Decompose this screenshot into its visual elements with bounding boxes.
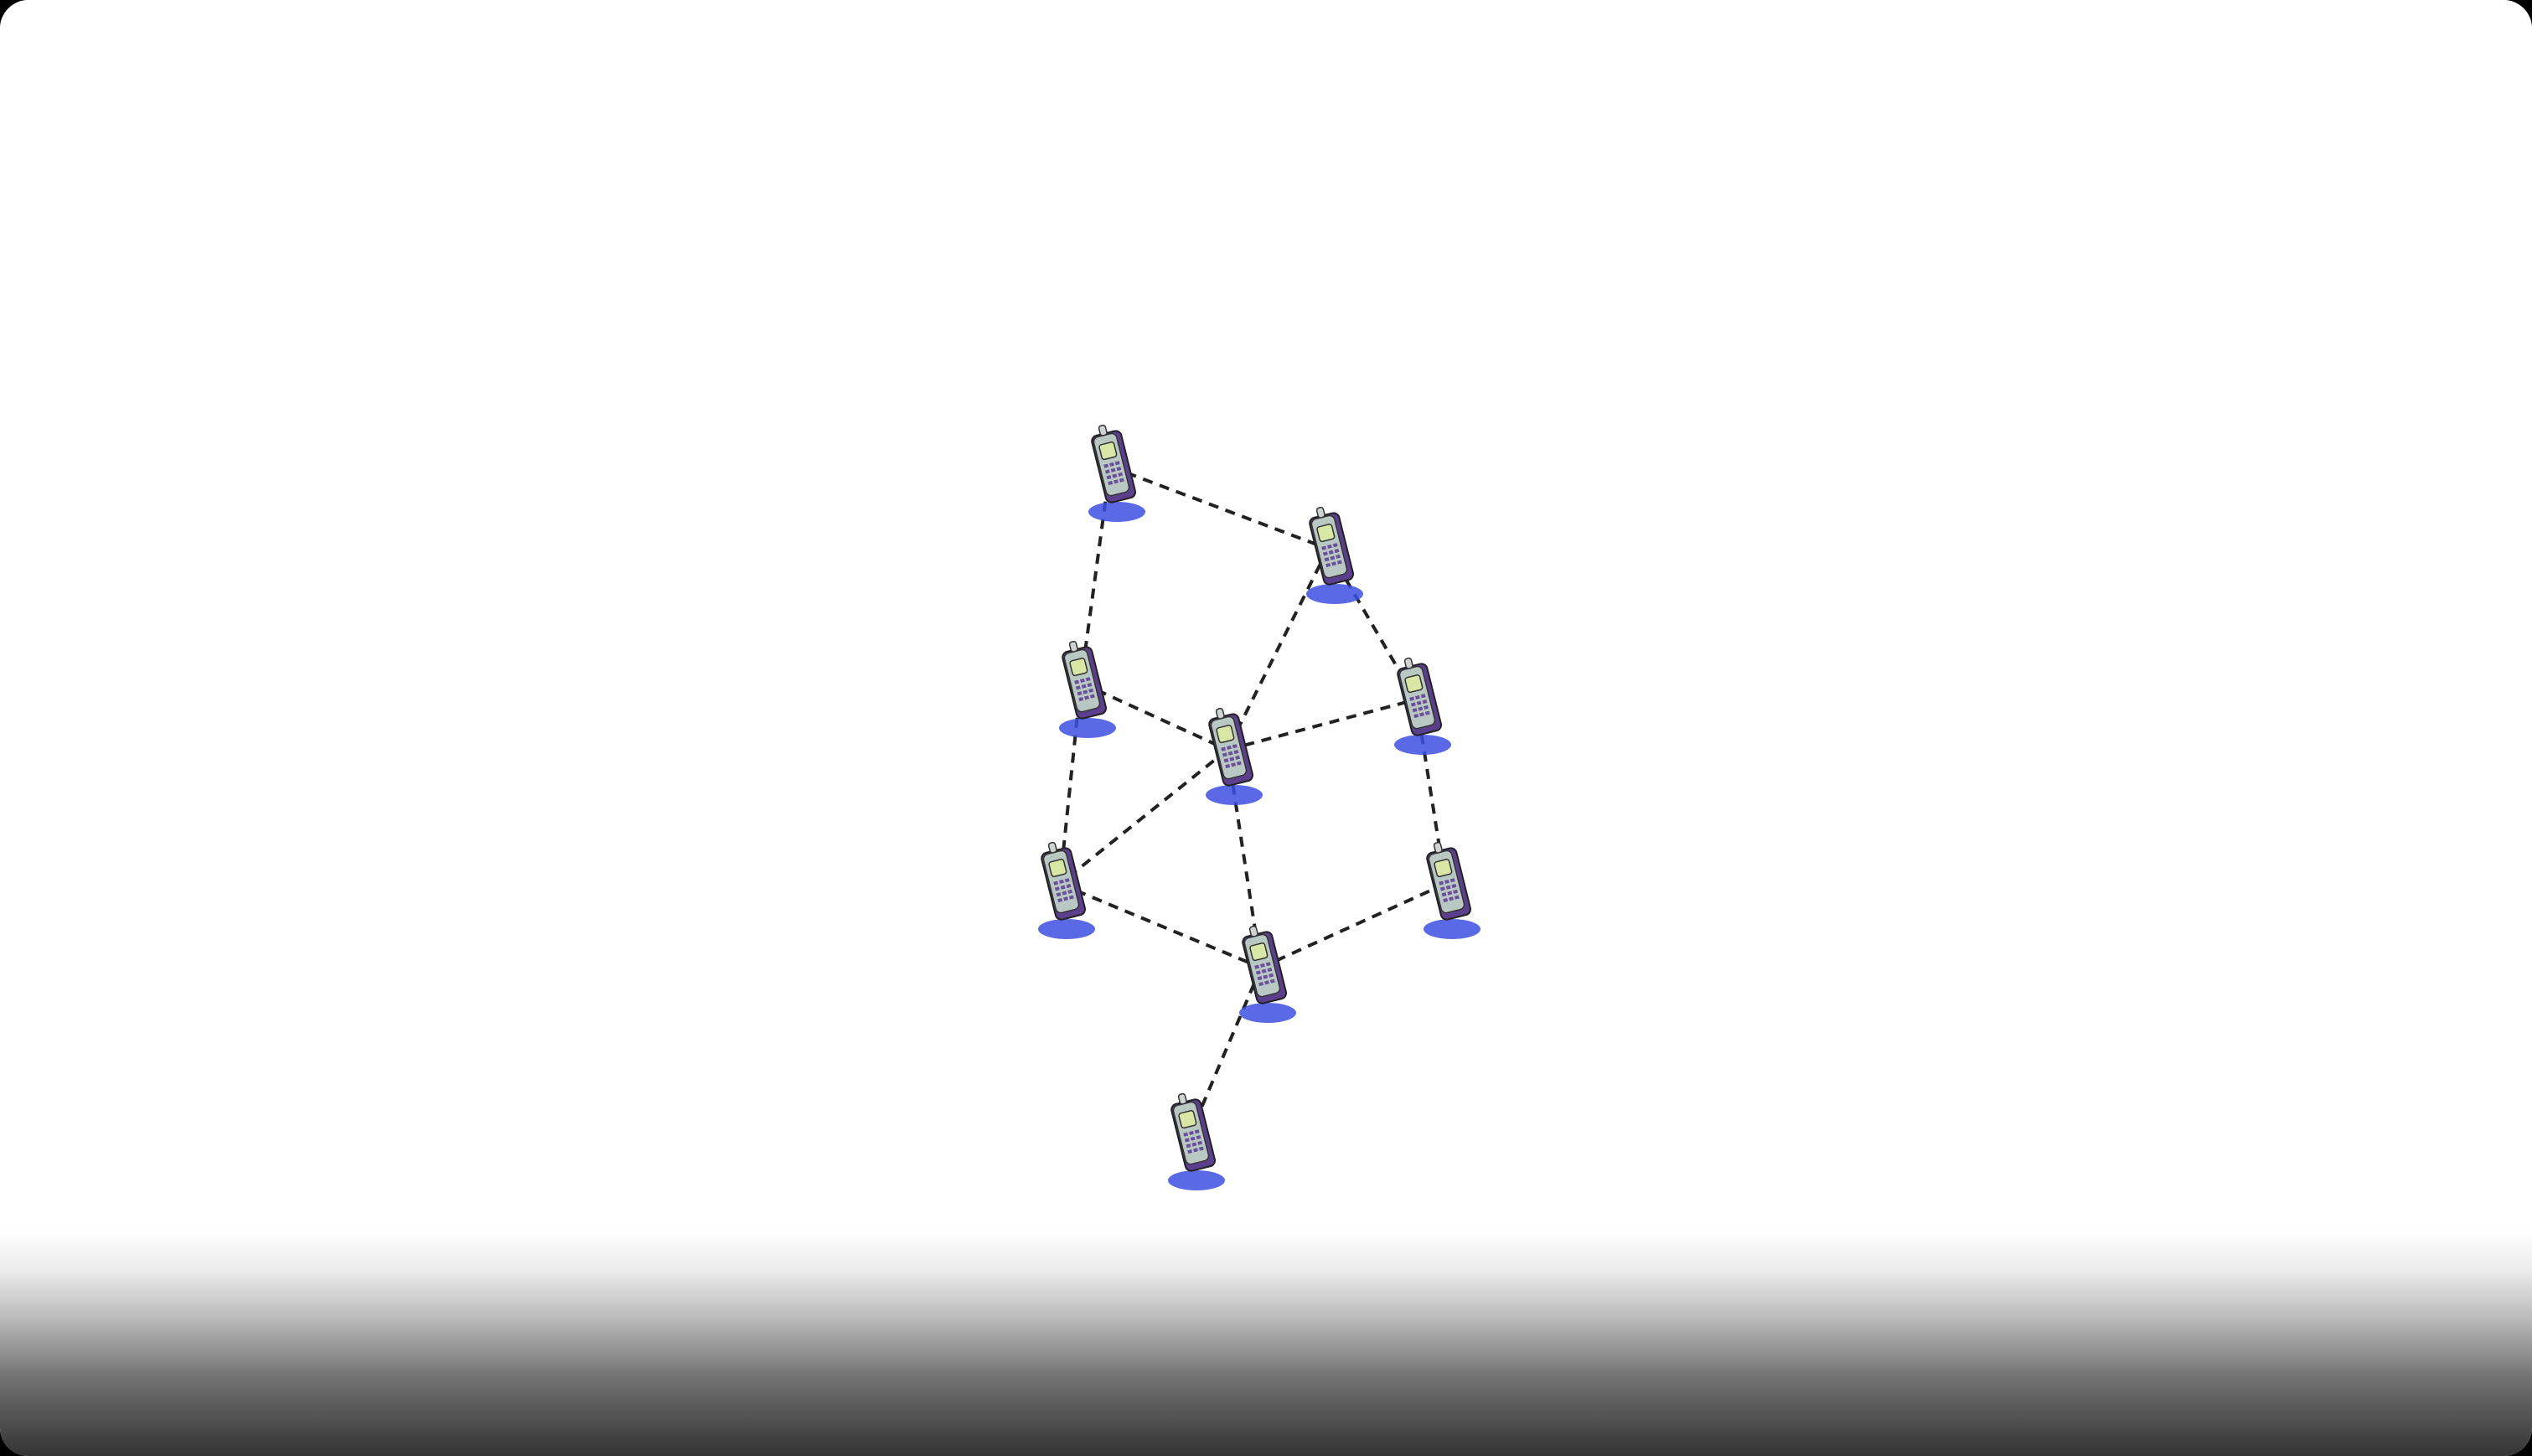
mobile-phone-icon — [1423, 841, 1481, 940]
mobile-phone-icon — [1167, 1092, 1226, 1191]
mobile-phone-icon — [1238, 925, 1297, 1024]
link-n4-n5 — [1227, 698, 1417, 751]
mobile-phone-icon — [1305, 506, 1364, 605]
link-n3-n4 — [1080, 681, 1228, 751]
mobile-phone-icon — [1037, 841, 1096, 940]
mobile-phone-icon — [1393, 657, 1452, 756]
network-nodes — [1037, 424, 1481, 1191]
mobile-phone-icon — [1058, 640, 1117, 739]
mobile-phone-icon — [1088, 424, 1146, 523]
link-n1-n2 — [1109, 465, 1329, 550]
link-n2-n4 — [1226, 548, 1330, 751]
link-n4-n6 — [1058, 748, 1229, 885]
link-n6-n8 — [1059, 882, 1262, 969]
mobile-phone-icon — [1205, 707, 1263, 806]
link-n5-n7 — [1414, 699, 1447, 885]
link-n7-n8 — [1260, 882, 1446, 969]
link-n8-n9 — [1188, 967, 1263, 1136]
